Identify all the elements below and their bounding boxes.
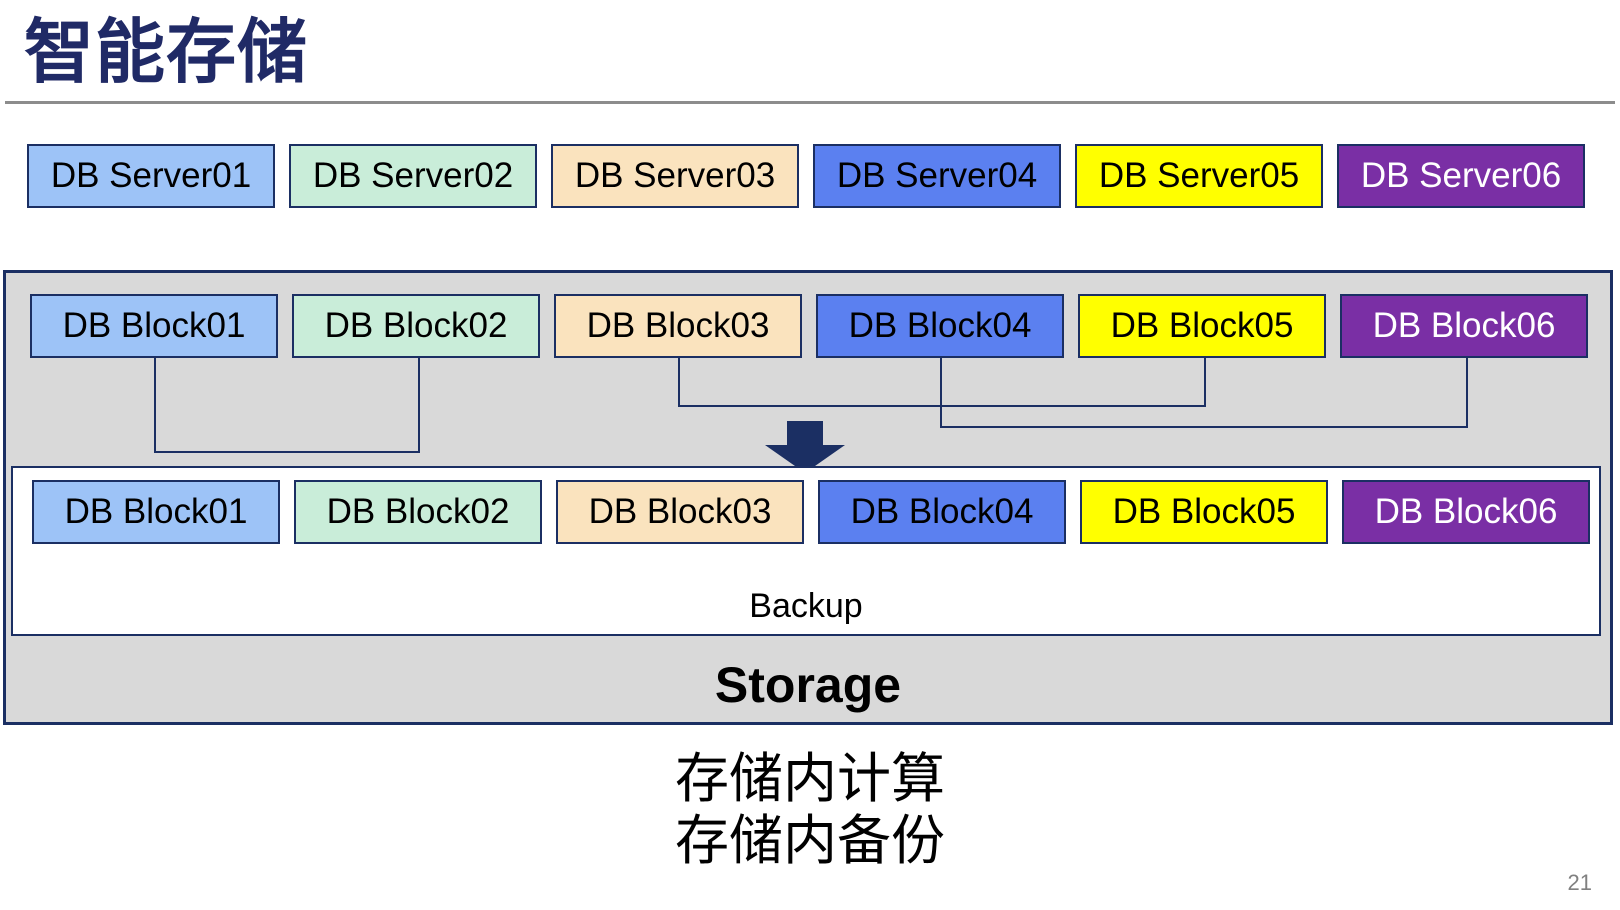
storage-container: DB Block01 DB Block02 DB Block03 DB Bloc… [3,270,1613,725]
backup-label: Backup [749,587,863,625]
db-block-top-03: DB Block03 [554,294,802,358]
storage-label: Storage [714,657,902,713]
db-server-box-03: DB Server03 [551,144,799,208]
db-block-top-01: DB Block01 [30,294,278,358]
db-block-top-04: DB Block04 [816,294,1064,358]
db-block-top-02: DB Block02 [292,294,540,358]
db-block-bottom-03: DB Block03 [556,480,804,544]
connector-bracket-01-02 [154,358,420,453]
caption-line-1: 存储内计算 [675,749,945,809]
page-number: 21 [1567,870,1592,895]
connector-bracket-03-05 [678,358,1206,407]
db-server-box-04: DB Server04 [813,144,1061,208]
title-divider [5,101,1615,104]
db-block-bottom-06: DB Block06 [1342,480,1590,544]
caption-text: 存储内计算 存储内备份 [0,748,1620,872]
caption-line-2: 存储内备份 [675,811,945,872]
db-server-box-02: DB Server02 [289,144,537,208]
db-server-row: DB Server01 DB Server02 DB Server03 DB S… [27,144,1585,208]
db-block-top-06: DB Block06 [1340,294,1588,358]
backup-box: DB Block01 DB Block02 DB Block03 DB Bloc… [11,466,1601,636]
down-arrow-icon [765,421,845,473]
db-block-row-source: DB Block01 DB Block02 DB Block03 DB Bloc… [30,294,1588,358]
db-block-row-backup: DB Block01 DB Block02 DB Block03 DB Bloc… [32,480,1590,544]
db-block-top-05: DB Block05 [1078,294,1326,358]
db-server-box-01: DB Server01 [27,144,275,208]
page-title: 智能存储 [24,13,308,91]
db-block-bottom-01: DB Block01 [32,480,280,544]
db-server-box-06: DB Server06 [1337,144,1585,208]
db-block-bottom-02: DB Block02 [294,480,542,544]
db-block-bottom-04: DB Block04 [818,480,1066,544]
db-server-box-05: DB Server05 [1075,144,1323,208]
connector-bracket-04-06 [940,358,1468,428]
db-block-bottom-05: DB Block05 [1080,480,1328,544]
